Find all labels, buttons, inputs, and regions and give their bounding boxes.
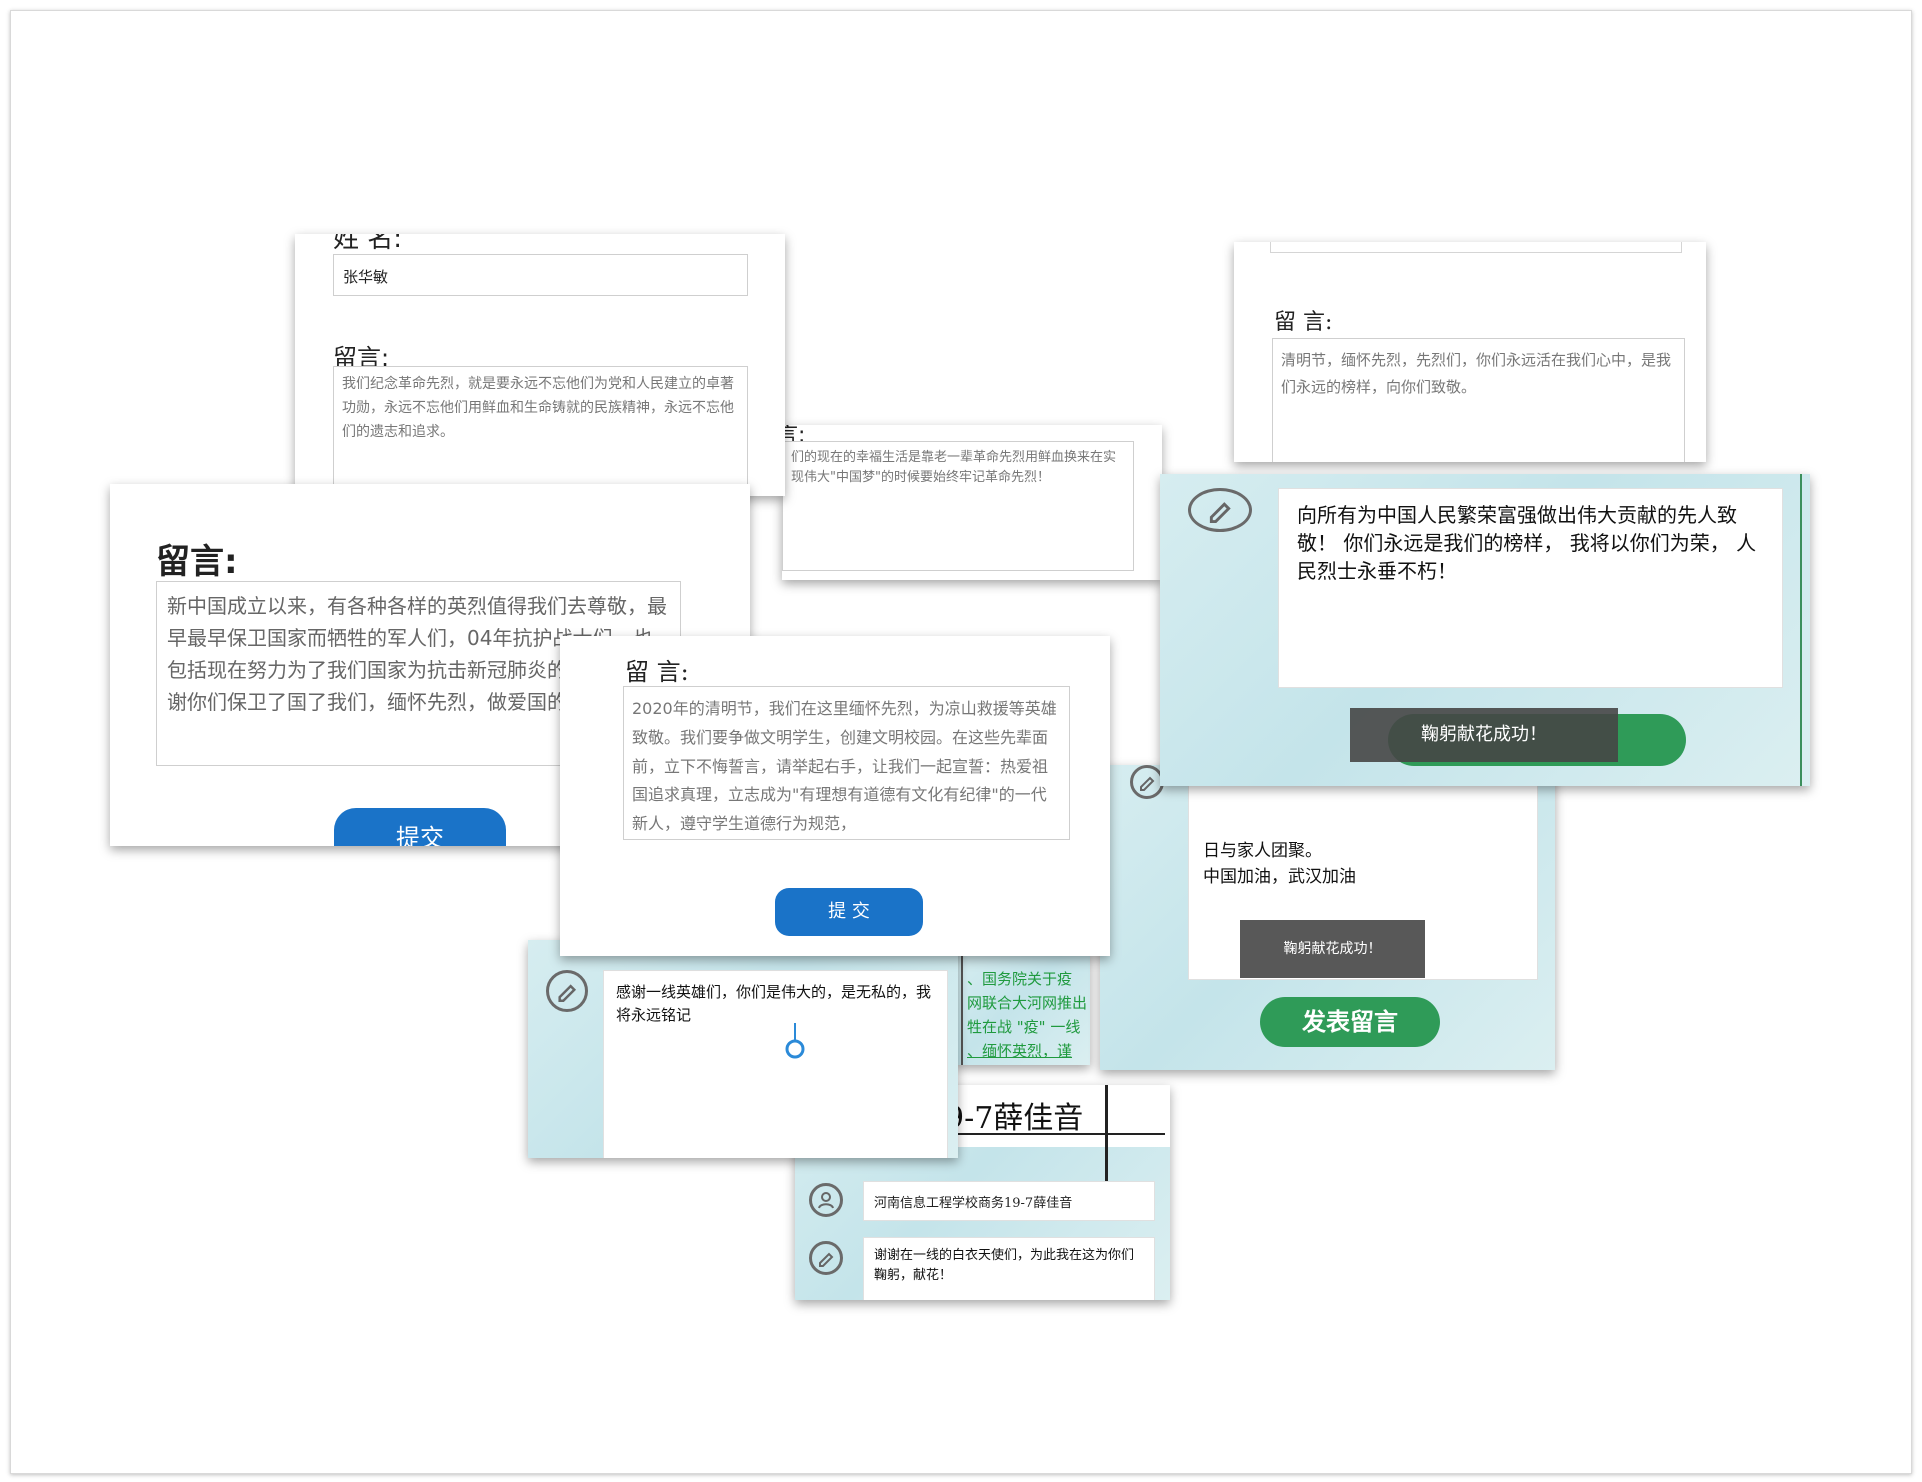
name-field-value: 河南信息工程学校商务19-7薛佳音: [874, 1196, 1073, 1211]
message-field-value: 谢谢在一线的白衣天使们，为此我在这为你们鞠躬，献花！: [874, 1248, 1135, 1284]
message-field-value: 我们纪念革命先烈，就是要永远不忘他们为党和人民建立的卓著功勋，永远不忘他们用鲜血…: [342, 376, 734, 440]
message-field-value: 日与家人团聚。 中国加油，武汉加油: [1203, 841, 1356, 888]
pencil-icon: [809, 1241, 843, 1275]
screenshot-card-pledge: 留 言: 2020年的清明节，我们在这里缅怀先烈，为凉山救援等英雄致敬。我们要争…: [560, 636, 1110, 956]
screenshot-card-tribute: 向所有为中国人民繁荣富强做出伟大贡献的先人致敬！ 你们永远是我们的榜样， 我将以…: [1160, 474, 1810, 786]
screenshot-card-thanks: 感谢一线英雄们，你们是伟大的，是无私的，我将永远铭记: [528, 940, 958, 1158]
pencil-icon: [546, 970, 588, 1012]
screenshot-card-news: 、国务院关于疫 网联合大河网推出 牲在战 "疫" 一线 、缅怀英烈，谨: [955, 950, 1090, 1065]
submit-button[interactable]: 提 交: [775, 888, 923, 936]
message-field[interactable]: 向所有为中国人民繁荣富强做出伟大贡献的先人致敬！ 你们永远是我们的榜样， 我将以…: [1278, 488, 1783, 688]
name-field-value: 张华敏: [343, 268, 389, 286]
message-field-value: 感谢一线英雄们，你们是伟大的，是无私的，我将永远铭记: [616, 983, 932, 1025]
screenshot-card-name-form: 姓 名: 张华敏 留言: 我们纪念革命先烈，就是要永远不忘他们为党和人民建立的卓…: [295, 234, 785, 496]
text-cursor-handle-icon[interactable]: [784, 1021, 806, 1061]
toast-flower-success: 鞠躬献花成功！: [1350, 708, 1618, 762]
news-line-1: 、国务院关于疫: [967, 970, 1073, 988]
news-line-2: 网联合大河网推出: [967, 994, 1088, 1012]
news-line-3: 牲在战 "疫" 一线: [967, 1018, 1081, 1036]
message-field[interactable]: 我们纪念革命先烈，就是要永远不忘他们为党和人民建立的卓著功勋，永远不忘他们用鲜血…: [333, 366, 748, 496]
submit-button[interactable]: 提交: [334, 808, 506, 846]
message-label: 留言:: [156, 542, 238, 582]
signature-text: 9-7薛佳音: [945, 1101, 1084, 1136]
message-field-value: 2020年的清明节，我们在这里缅怀先烈，为凉山救援等英雄致敬。我们要争做文明学生…: [632, 699, 1057, 834]
name-field[interactable]: 河南信息工程学校商务19-7薛佳音: [863, 1181, 1155, 1221]
user-icon: [809, 1183, 843, 1217]
pencil-icon: [1188, 488, 1252, 532]
message-field[interactable]: 们的现在的幸福生活是靠老一辈革命先烈用鲜血换来在实现伟大"中国梦"的时候要始终牢…: [782, 441, 1134, 571]
message-label: 留 言:: [1274, 310, 1333, 335]
message-label: 留 言:: [625, 658, 689, 686]
screenshot-card-flowers: 日与家人团聚。 中国加油，武汉加油 鞠躬献花成功！ 发表留言: [1100, 765, 1555, 1070]
message-field[interactable]: 2020年的清明节，我们在这里缅怀先烈，为凉山救援等英雄致敬。我们要争做文明学生…: [623, 686, 1070, 840]
toast-flower-success: 鞠躬献花成功！: [1240, 920, 1425, 978]
message-field-value: 向所有为中国人民繁荣富强做出伟大贡献的先人致敬！ 你们永远是我们的榜样， 我将以…: [1297, 503, 1757, 583]
news-line-4: 、缅怀英烈，谨: [967, 1042, 1073, 1060]
message-field-value: 清明节，缅怀先烈，先烈们，你们永远活在我们心中，是我们永远的榜样，向你们致敬。: [1281, 351, 1672, 396]
screenshot-card-qingming: 留 言: 清明节，缅怀先烈，先烈们，你们永远活在我们心中，是我们永远的榜样，向你…: [1234, 242, 1706, 462]
message-field[interactable]: 日与家人团聚。 中国加油，武汉加油: [1188, 785, 1538, 980]
post-message-button[interactable]: 发表留言: [1260, 997, 1440, 1047]
message-field[interactable]: 感谢一线英雄们，你们是伟大的，是无私的，我将永远铭记: [603, 970, 948, 1158]
name-field[interactable]: 张华敏: [333, 254, 748, 296]
pencil-icon: [1130, 765, 1164, 799]
message-field-value: 们的现在的幸福生活是靠老一辈革命先烈用鲜血换来在实现伟大"中国梦"的时候要始终牢…: [791, 450, 1117, 486]
name-label: 姓 名:: [333, 234, 403, 254]
message-field[interactable]: 清明节，缅怀先烈，先烈们，你们永远活在我们心中，是我们永远的榜样，向你们致敬。: [1272, 338, 1685, 462]
screenshot-card-dream: 言: 们的现在的幸福生活是靠老一辈革命先烈用鲜血换来在实现伟大"中国梦"的时候要…: [782, 425, 1162, 580]
message-field[interactable]: 谢谢在一线的白衣天使们，为此我在这为你们鞠躬，献花！: [863, 1237, 1155, 1300]
